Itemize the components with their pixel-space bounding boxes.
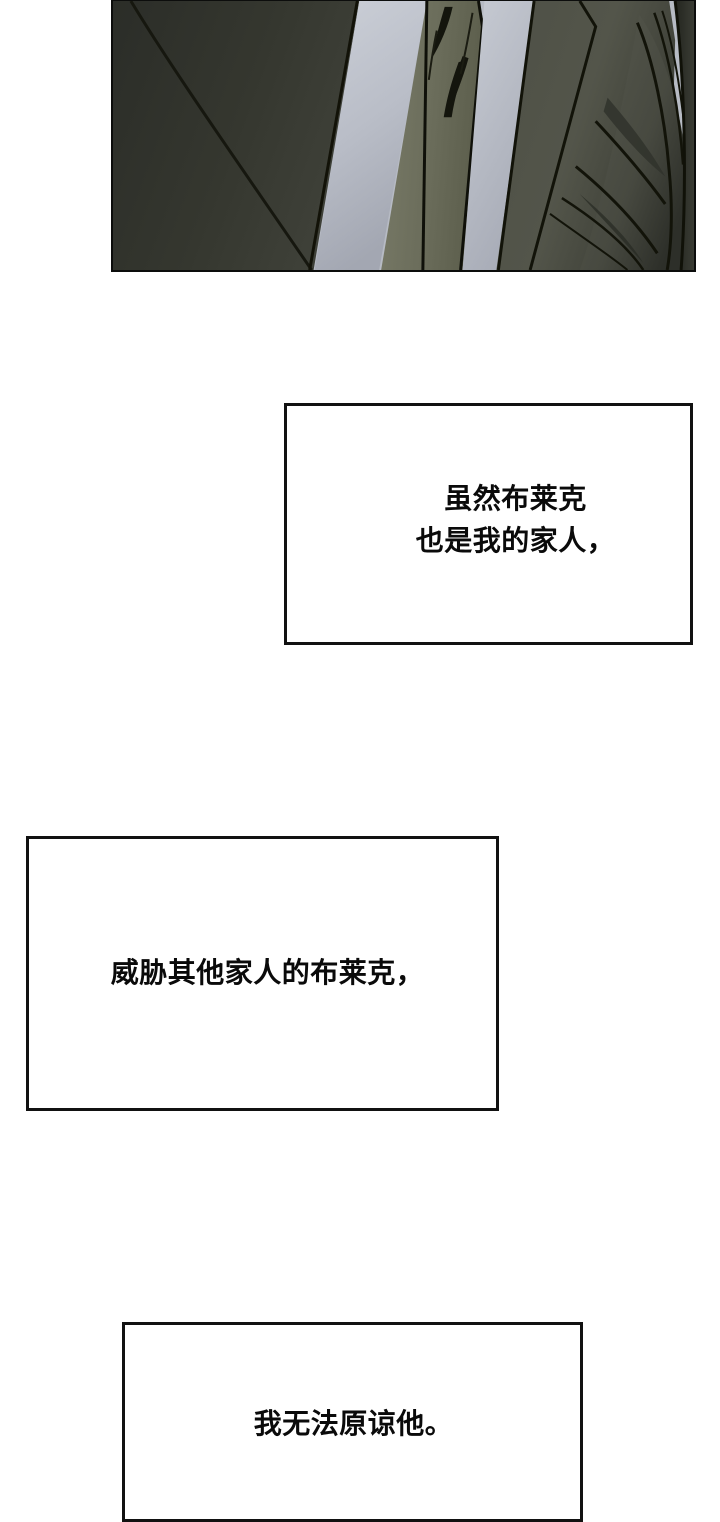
comic-art-panel [111,0,696,272]
suit-illustration [113,1,694,270]
narration-text-3: 我无法原谅他。 [253,1408,454,1439]
narration-box-3: 我无法原谅他。 [122,1322,583,1522]
narration-text-2: 威胁其他家人的布莱克， [110,957,425,988]
narration-text-1: 虽然布莱克 也是我的家人， [415,483,616,556]
narration-box-1: 虽然布莱克 也是我的家人， [284,403,693,645]
narration-box-2: 威胁其他家人的布莱克， [26,836,499,1111]
